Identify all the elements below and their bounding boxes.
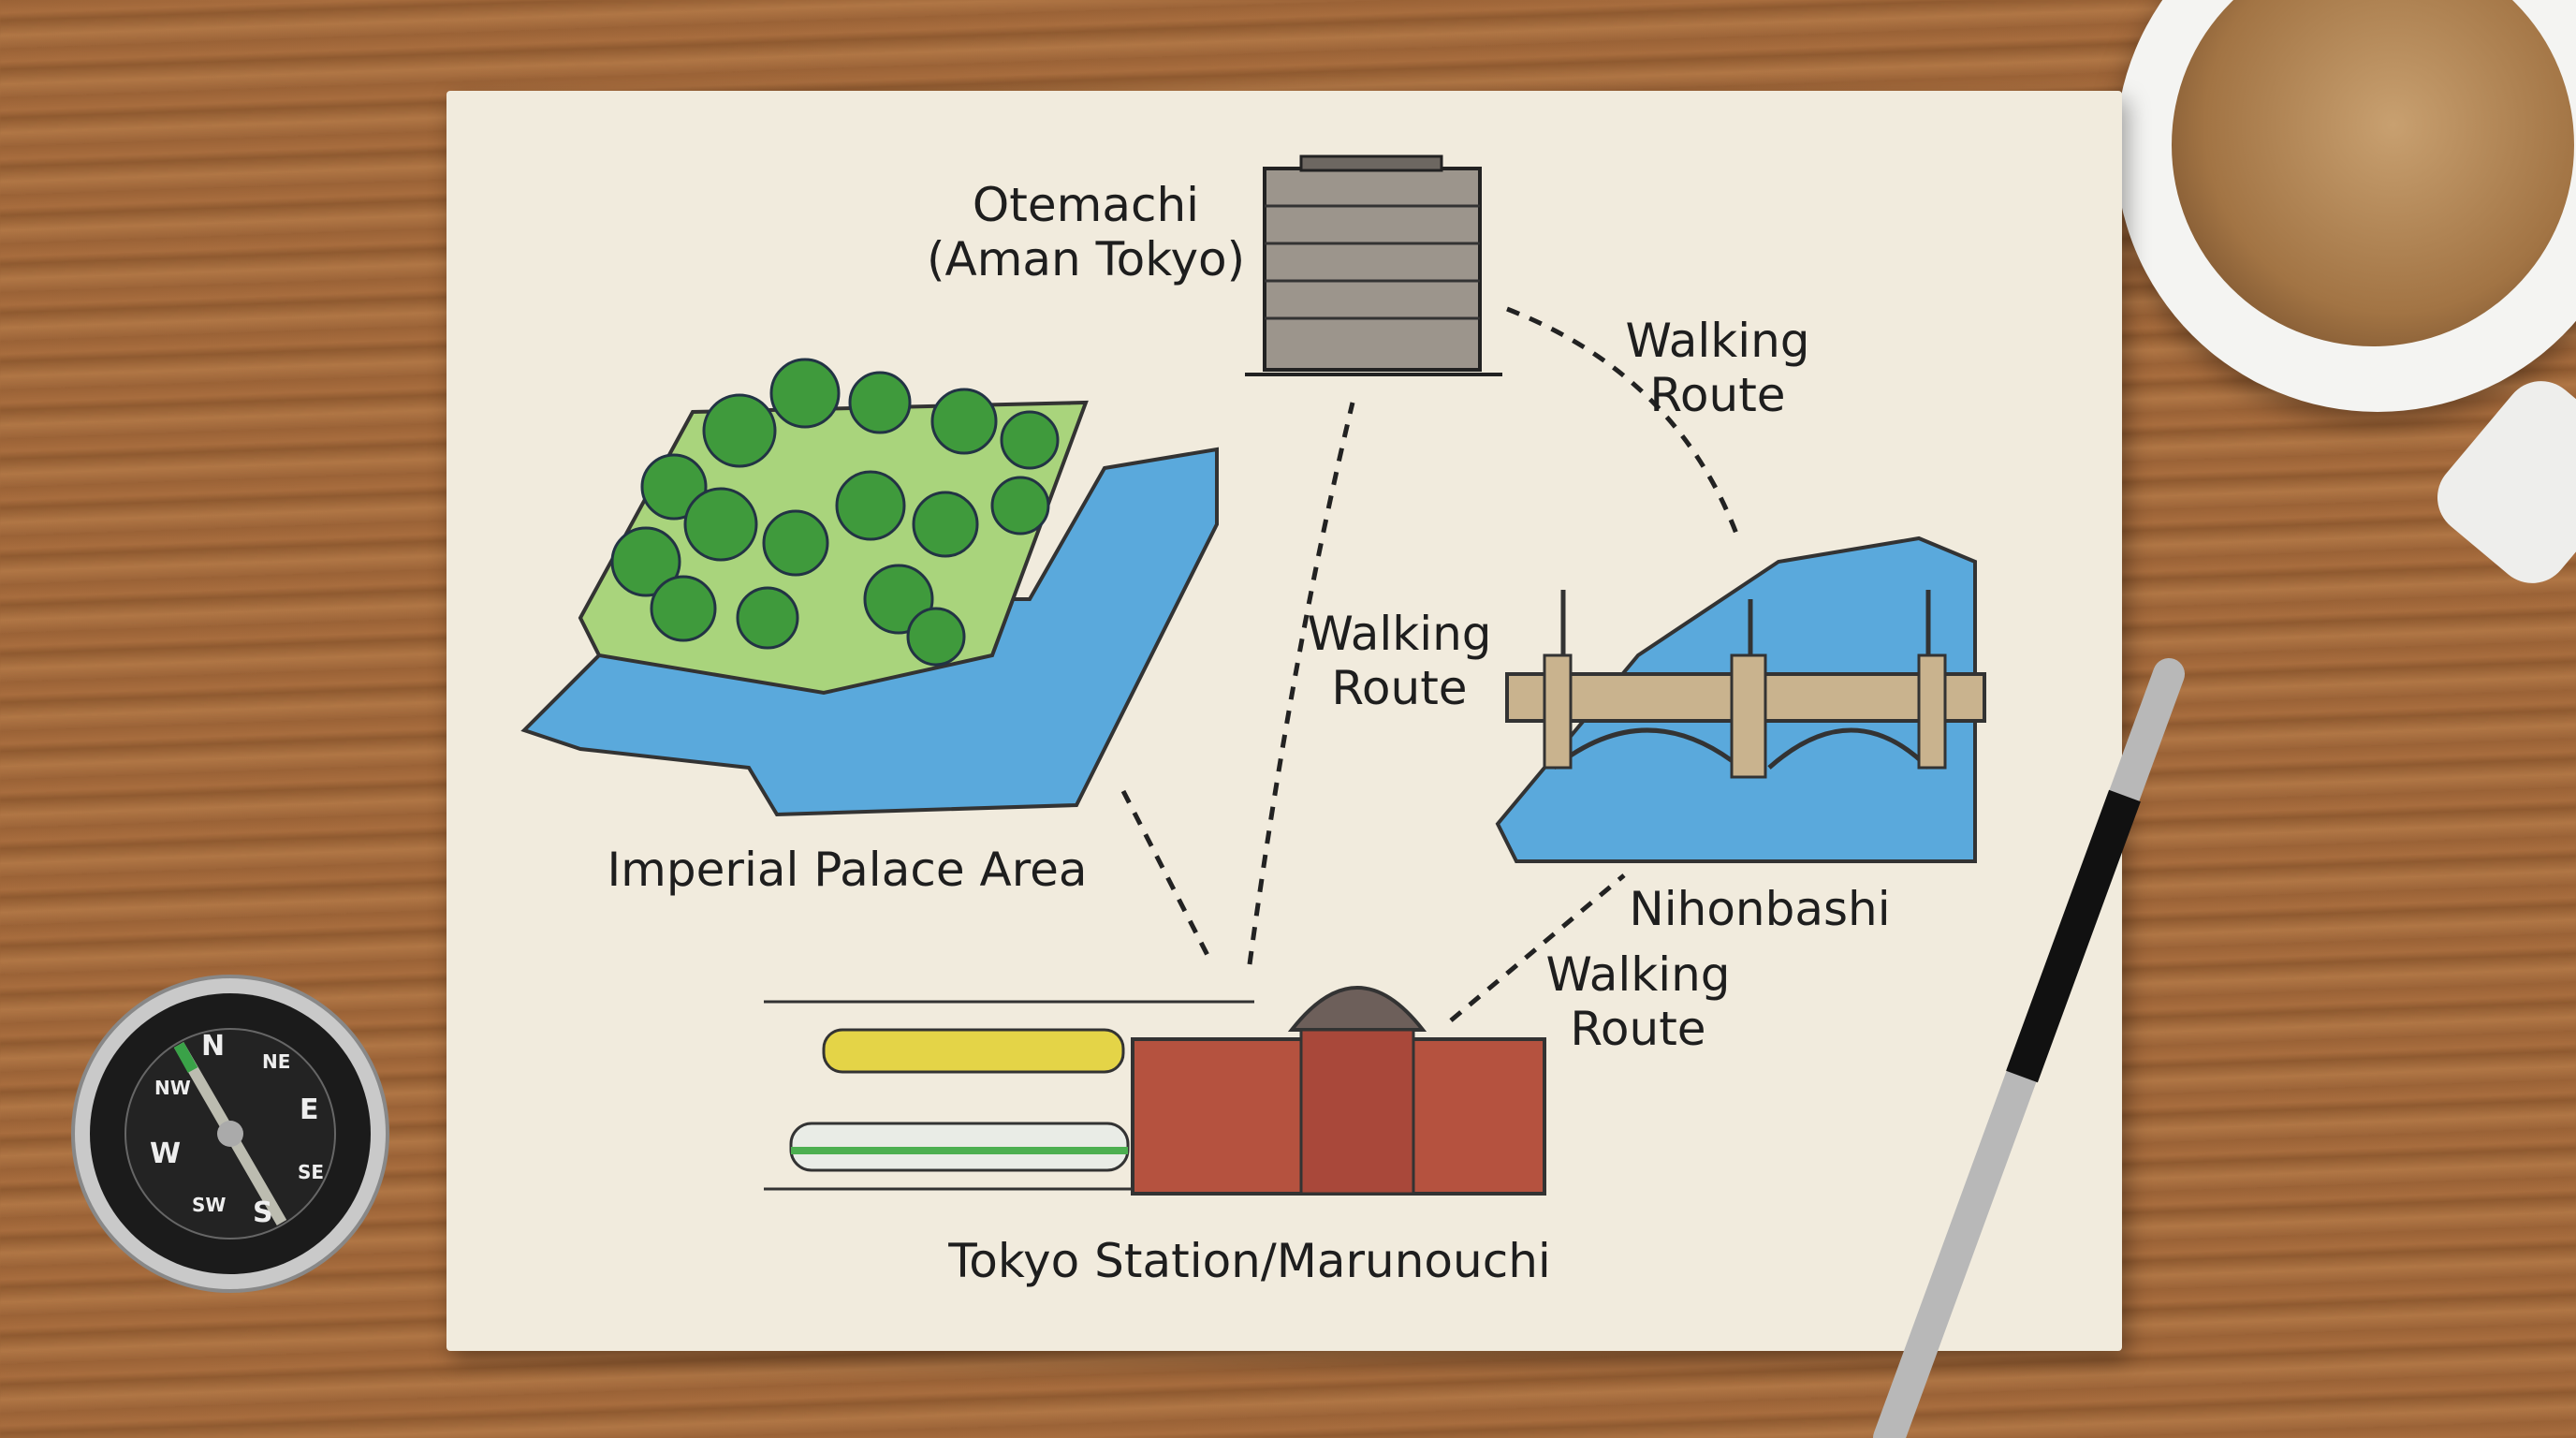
label-otemachi-line1: Otemachi xyxy=(972,178,1200,232)
imperial-palace-illustration xyxy=(520,358,1219,817)
compass-ne: NE xyxy=(262,1050,291,1073)
route-station-otemachi xyxy=(1247,402,1355,965)
label-walking-route-3: Walking Route xyxy=(1540,947,1736,1056)
route-label-line2: Route xyxy=(1649,368,1786,422)
otemachi-building-illustration xyxy=(1245,154,1502,376)
label-otemachi-line2: (Aman Tokyo) xyxy=(927,232,1246,286)
compass-n: N xyxy=(201,1030,226,1063)
route-palace-station xyxy=(1120,789,1215,966)
label-nihonbashi: Nihonbashi xyxy=(1629,882,1891,936)
route-label-line1: Walking xyxy=(1545,947,1731,1002)
route-label-line2: Route xyxy=(1570,1002,1706,1056)
compass-sw: SW xyxy=(192,1194,227,1216)
compass-se: SE xyxy=(298,1161,325,1183)
walking-route-arrows xyxy=(1120,306,1739,1022)
route-label-line2: Route xyxy=(1331,661,1468,715)
label-imperial-palace: Imperial Palace Area xyxy=(607,843,1088,897)
compass-s: S xyxy=(253,1196,273,1229)
compass-nw: NW xyxy=(154,1077,191,1099)
nihonbashi-bridge-illustration xyxy=(1495,536,1986,863)
route-label-line1: Walking xyxy=(1307,607,1492,661)
compass-w: W xyxy=(150,1137,182,1170)
label-tokyo-station: Tokyo Station/Marunouchi xyxy=(948,1234,1551,1288)
pen xyxy=(1873,658,2185,1438)
tokyo-station-illustration xyxy=(764,986,1546,1196)
route-label-line1: Walking xyxy=(1625,314,1810,368)
compass xyxy=(71,975,389,1293)
label-otemachi: Otemachi (Aman Tokyo) xyxy=(927,178,1245,286)
label-walking-route-1: Walking Route xyxy=(1619,314,1816,422)
coffee xyxy=(2172,0,2574,346)
label-walking-route-2: Walking Route xyxy=(1301,607,1498,715)
compass-e: E xyxy=(300,1093,319,1126)
